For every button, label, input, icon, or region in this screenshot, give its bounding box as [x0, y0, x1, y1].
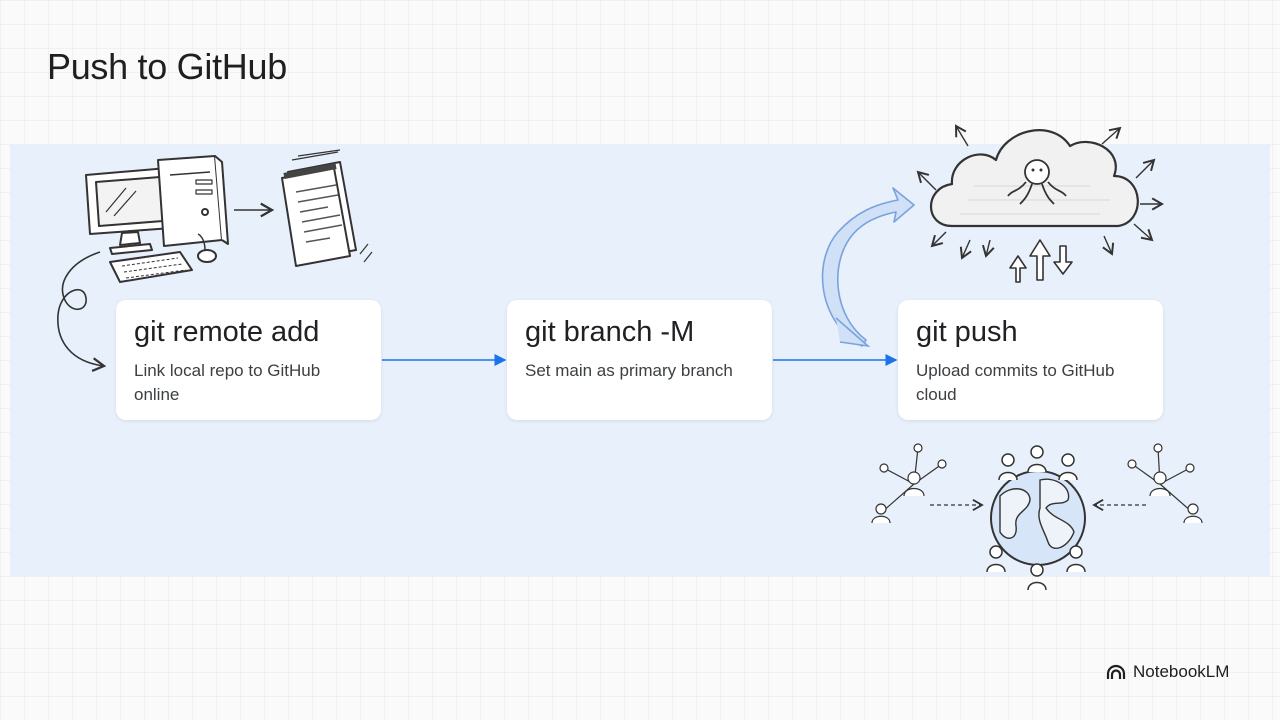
- page-title: Push to GitHub: [47, 46, 287, 87]
- globe-community-icon: [871, 443, 1203, 591]
- curved-upload-arrow: [821, 187, 915, 348]
- step-description: Upload commits to GitHub cloud: [916, 361, 1115, 404]
- desktop-computer-icon: [85, 155, 229, 283]
- notebooklm-watermark: NotebookLM: [1106, 660, 1229, 684]
- step-card-git-push: git push Upload commits to GitHub cloud: [898, 300, 1163, 420]
- step-command: git push: [916, 316, 1018, 348]
- loop-arrow: [57, 251, 107, 372]
- step-description: Link local repo to GitHub online: [134, 361, 321, 404]
- step-command: git remote add: [134, 316, 320, 348]
- github-cloud-icon: [916, 124, 1164, 283]
- notebooklm-logo-icon: [1106, 664, 1126, 679]
- step-card-git-branch: git branch -M Set main as primary branch: [507, 300, 772, 420]
- notepad-icon: [281, 149, 373, 267]
- step-command: git branch -M: [525, 316, 695, 348]
- brand-name: NotebookLM: [1133, 662, 1230, 681]
- step-card-git-remote-add: git remote add Link local repo to GitHub…: [116, 300, 381, 420]
- step-description: Set main as primary branch: [525, 361, 733, 380]
